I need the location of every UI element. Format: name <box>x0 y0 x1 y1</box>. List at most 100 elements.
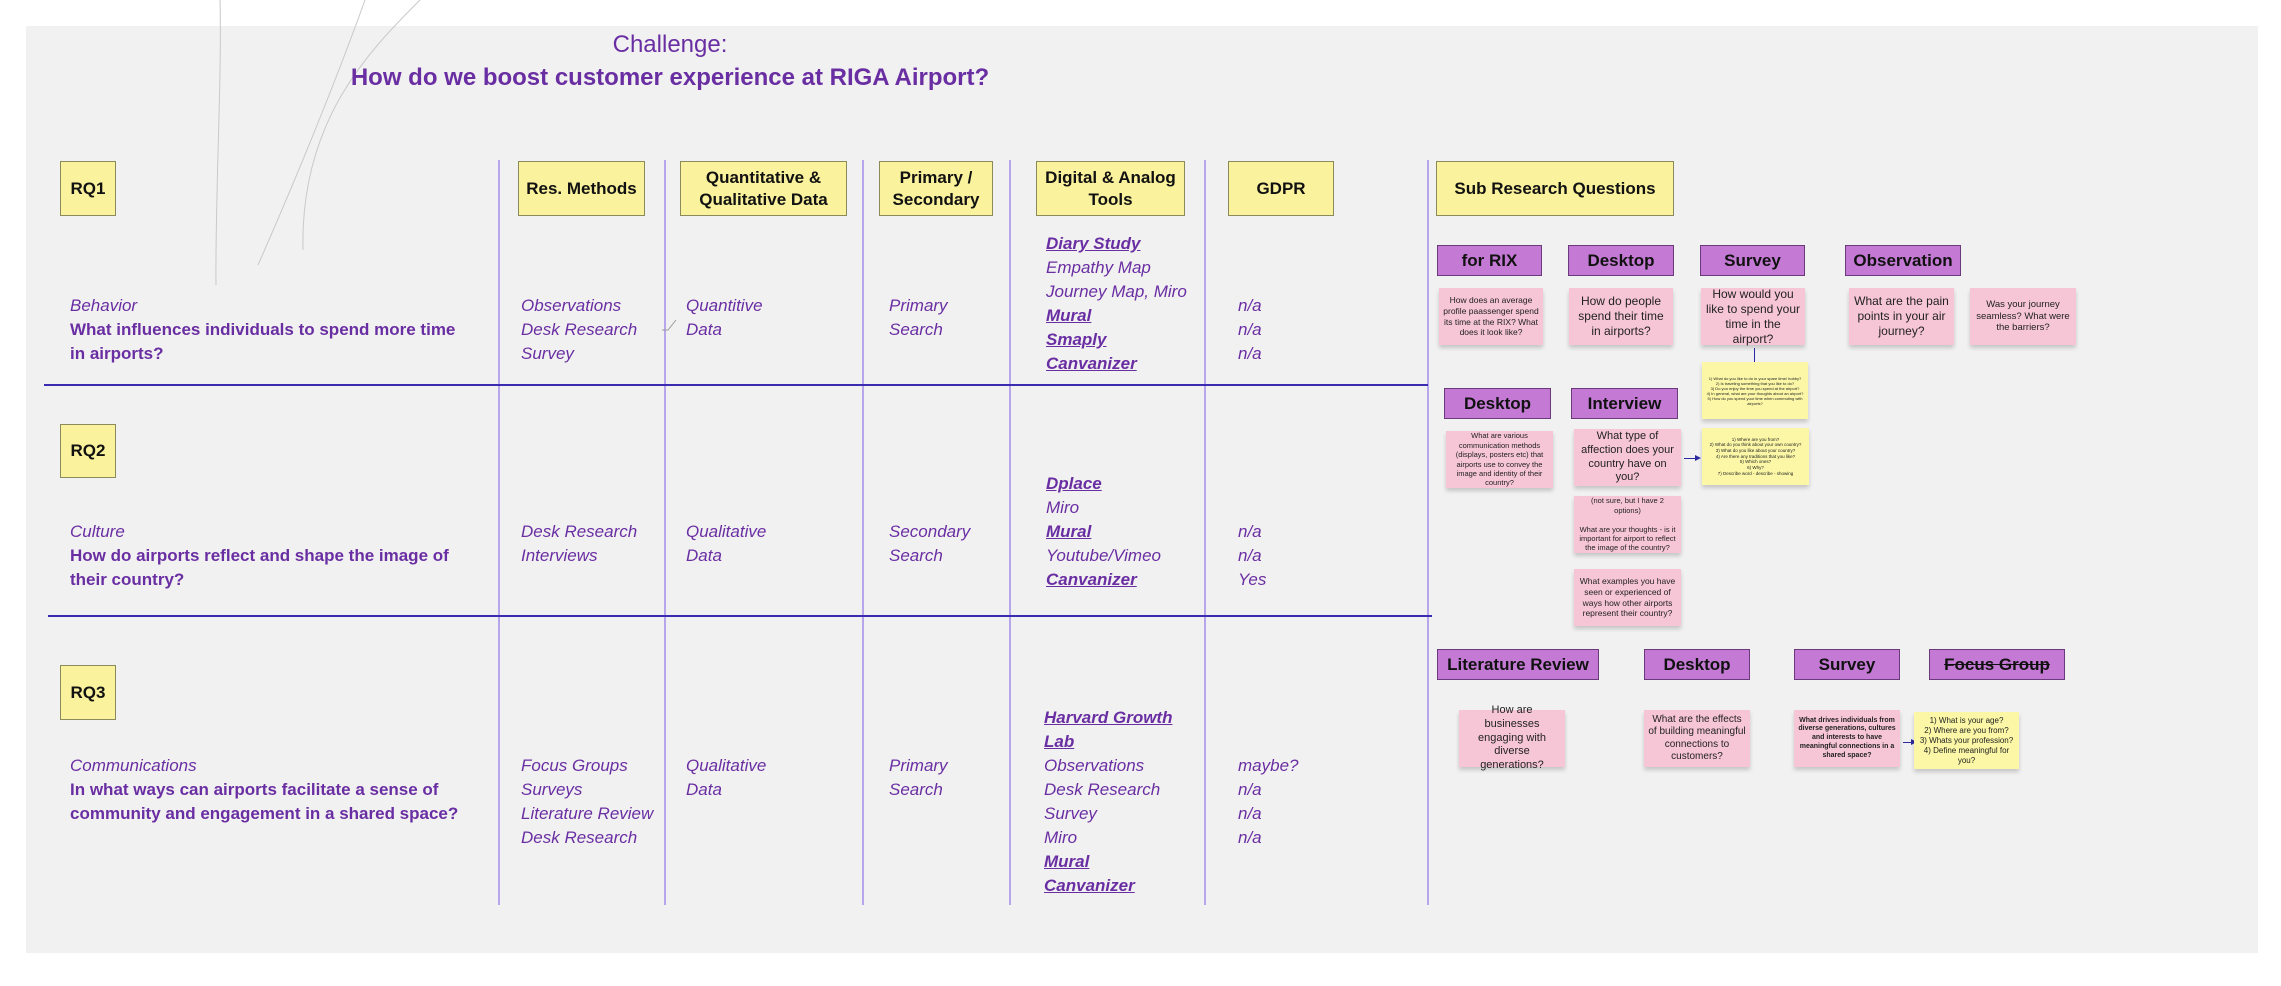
gdpr-item: n/a <box>1238 296 1262 315</box>
challenge-label: Challenge: <box>612 31 728 58</box>
sticky-note[interactable]: 1) What do you like to do in your spare … <box>1702 362 1808 419</box>
tool-link[interactable]: Mural <box>1044 852 1090 871</box>
sticky-note[interactable]: How would you like to spend your time in… <box>1701 287 1805 346</box>
tool-link[interactable]: Harvard Growth Lab <box>1044 708 1173 751</box>
tool-item: Desk Research <box>1044 780 1161 799</box>
rq1-question-block: Behavior What influences individuals to … <box>70 294 470 366</box>
source-item: Secondary <box>889 522 971 541</box>
rq3-tools: Harvard Growth Lab Observations Desk Res… <box>1044 706 1194 898</box>
header-res-methods[interactable]: Res. Methods <box>518 161 645 216</box>
tool-link[interactable]: Canvanizer <box>1044 876 1135 895</box>
sticky-note[interactable]: What examples you have seen or experienc… <box>1574 569 1681 626</box>
tool-link[interactable]: Diary Study <box>1046 234 1141 253</box>
tag-focus-group[interactable]: Focus Group <box>1929 649 2065 680</box>
rq1-category: Behavior <box>70 296 138 315</box>
tool-link[interactable]: Dplace <box>1046 474 1102 493</box>
rq2-category: Culture <box>70 522 125 541</box>
sticky-note[interactable]: What type of affection does your country… <box>1574 429 1681 486</box>
data-type-item: Qualitative <box>686 756 767 775</box>
tool-link[interactable]: Smaply <box>1046 330 1107 349</box>
rq1-label[interactable]: RQ1 <box>60 161 116 216</box>
method-item: Desk Research <box>521 522 638 541</box>
sticky-note[interactable]: 1) What is your age? 2) Where are you fr… <box>1914 712 2019 769</box>
rq1-gdpr: n/a n/a n/a <box>1238 294 1262 366</box>
gdpr-item: maybe? <box>1238 756 1299 775</box>
sticky-note[interactable]: (not sure, but I have 2 options) What ar… <box>1574 496 1681 553</box>
gdpr-item: n/a <box>1238 546 1262 565</box>
data-type-item: Qualitative <box>686 522 767 541</box>
rq1-methods: Observations Desk Research Survey <box>521 294 637 366</box>
data-type-item: Quantitive <box>686 296 763 315</box>
tool-item: Youtube/Vimeo <box>1046 546 1161 565</box>
method-item: Observations <box>521 296 622 315</box>
header-quant-qual[interactable]: Quantitative & Qualitative Data <box>680 161 847 216</box>
sticky-note[interactable]: What are various communication methods (… <box>1446 431 1553 488</box>
sticky-note[interactable]: How are businesses engaging with diverse… <box>1459 704 1565 771</box>
source-item: Search <box>889 780 943 799</box>
tag-survey[interactable]: Survey <box>1794 649 1900 680</box>
rq3-question-block: Communications In what ways can airports… <box>70 754 480 826</box>
gdpr-item: n/a <box>1238 344 1262 363</box>
tag-desktop[interactable]: Desktop <box>1444 388 1551 419</box>
tool-item: Journey Map, Miro <box>1046 282 1187 301</box>
rq2-question: How do airports reflect and shape the im… <box>70 546 449 589</box>
sticky-note[interactable]: How does an average profile paassenger s… <box>1439 288 1543 345</box>
tool-link[interactable]: Canvanizer <box>1046 570 1137 589</box>
rq1-question: What influences individuals to spend mor… <box>70 320 456 363</box>
tag-desktop[interactable]: Desktop <box>1568 245 1674 276</box>
sticky-note[interactable]: Was your journey seamless? What were the… <box>1970 288 2076 345</box>
tag-desktop[interactable]: Desktop <box>1644 649 1750 680</box>
column-divider <box>664 160 666 905</box>
tag-survey[interactable]: Survey <box>1700 245 1805 276</box>
tool-link[interactable]: Mural <box>1046 306 1092 325</box>
rq2-label[interactable]: RQ2 <box>60 424 116 478</box>
method-item: Desk Research <box>521 320 638 339</box>
tag-interview[interactable]: Interview <box>1571 388 1678 419</box>
connector-arrow <box>1903 739 1917 745</box>
gdpr-item: n/a <box>1238 828 1262 847</box>
connector-arrow <box>1684 455 1701 461</box>
tool-link[interactable]: Canvanizer <box>1046 354 1137 373</box>
rq2-gdpr: n/a n/a Yes <box>1238 520 1266 592</box>
sticky-note[interactable]: What are the pain points in your air jou… <box>1849 288 1954 345</box>
rq3-gdpr: maybe? n/a n/a n/a <box>1238 754 1298 850</box>
data-type-item: Data <box>686 780 722 799</box>
column-divider <box>1009 160 1011 905</box>
gdpr-item: n/a <box>1238 780 1262 799</box>
rq2-methods: Desk Research Interviews <box>521 520 637 568</box>
tool-item: Miro <box>1044 828 1078 847</box>
method-item: Interviews <box>521 546 598 565</box>
rq2-tools: Dplace Miro Mural Youtube/Vimeo Canvaniz… <box>1046 472 1161 592</box>
gdpr-item: n/a <box>1238 522 1262 541</box>
gdpr-item: n/a <box>1238 804 1262 823</box>
method-item: Survey <box>521 344 574 363</box>
rq1-data-type: Quantitive Data <box>686 294 763 342</box>
tag-literature-review[interactable]: Literature Review <box>1437 649 1599 680</box>
rq2-source: Secondary Search <box>889 520 970 568</box>
rq3-label[interactable]: RQ3 <box>60 665 116 720</box>
header-primary-secondary[interactable]: Primary / Secondary <box>879 161 993 216</box>
method-item: Surveys <box>521 780 583 799</box>
tool-item: Miro <box>1046 498 1080 517</box>
rq2-question-block: Culture How do airports reflect and shap… <box>70 520 480 592</box>
rq3-source: Primary Search <box>889 754 948 802</box>
data-type-item: Data <box>686 546 722 565</box>
sticky-note[interactable]: What are the effects of building meaning… <box>1644 710 1750 767</box>
tool-item: Observations <box>1044 756 1145 775</box>
tag-for-rix[interactable]: for RIX <box>1437 245 1542 276</box>
rq1-source: Primary Search <box>889 294 948 342</box>
header-tools[interactable]: Digital & Analog Tools <box>1036 161 1185 216</box>
sticky-note[interactable]: What drives individuals from diverse gen… <box>1794 710 1900 767</box>
tool-item: Survey <box>1044 804 1097 823</box>
header-sub-research-questions[interactable]: Sub Research Questions <box>1436 161 1674 216</box>
column-divider <box>1204 160 1206 905</box>
rq1-tools: Diary Study Empathy Map Journey Map, Mir… <box>1046 232 1187 376</box>
connector-stroke <box>662 319 677 331</box>
tag-observation[interactable]: Observation <box>1845 245 1961 276</box>
sticky-note[interactable]: How do people spend their time in airpor… <box>1569 288 1673 345</box>
tool-link[interactable]: Mural <box>1046 522 1092 541</box>
gdpr-item: Yes <box>1238 570 1267 589</box>
challenge-question: How do we boost customer experience at R… <box>350 64 990 91</box>
header-gdpr[interactable]: GDPR <box>1228 161 1334 216</box>
sticky-note[interactable]: 1) Where are you from? 2) What do you th… <box>1702 428 1809 485</box>
